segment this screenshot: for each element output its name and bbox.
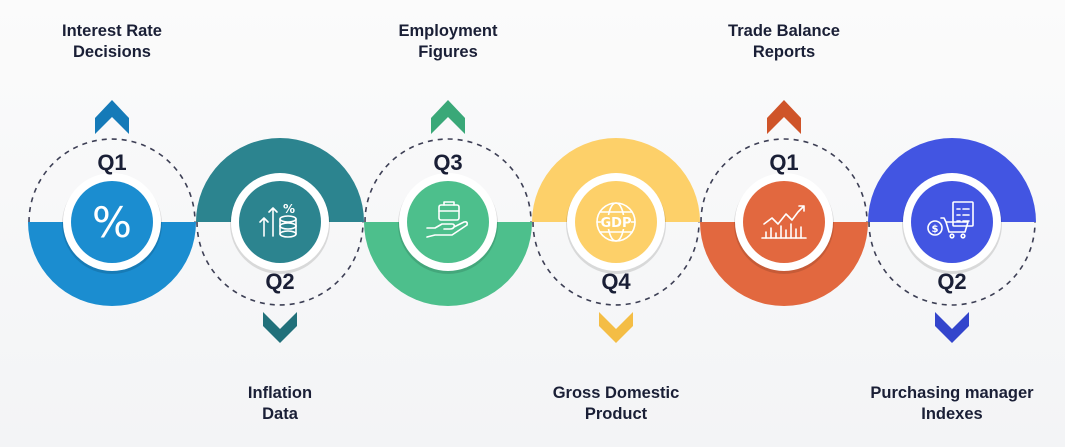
step-6-title: Purchasing manager Indexes <box>870 384 1034 423</box>
step-5-dashed-arc <box>700 138 868 223</box>
step-2-title: Inflation Data <box>247 384 313 423</box>
inflation-chart-icon: % <box>259 202 297 238</box>
step-1-inner-circle <box>71 181 153 263</box>
step-4-dashed-arc <box>532 221 700 306</box>
step-5-title: Trade Balance Reports <box>728 22 840 61</box>
step-1-quarter: Q1 <box>97 150 126 175</box>
hand-briefcase-icon <box>426 201 468 238</box>
chevron-up-icon <box>431 100 465 134</box>
step-1-title: Interest Rate Decisions <box>62 22 162 61</box>
step-6-dashed-arc <box>868 221 1036 306</box>
svg-text:%: % <box>283 202 295 216</box>
step-3-dashed-arc <box>364 138 532 223</box>
svg-text:%: % <box>92 198 132 247</box>
percent-icon: % <box>92 198 132 247</box>
step-3-inner-circle <box>407 181 489 263</box>
step-4-title: Gross Domestic Product <box>552 384 680 423</box>
step-2-quarter: Q2 <box>265 269 294 294</box>
step-3-title: Employment Figures <box>398 22 498 61</box>
step-2-dashed-arc <box>196 221 364 306</box>
svg-text:GDP: GDP <box>601 216 632 231</box>
step-6-quarter: Q2 <box>937 269 966 294</box>
gdp-globe-icon: GDP <box>596 202 636 242</box>
step-5-inner-circle <box>743 181 825 263</box>
step-5-quarter: Q1 <box>769 150 798 175</box>
step-4-quarter: Q4 <box>601 269 631 294</box>
chevron-down-icon <box>935 312 969 343</box>
chevron-up-icon <box>767 100 801 134</box>
chevron-down-icon <box>599 312 633 343</box>
chevron-down-icon <box>263 312 297 343</box>
step-3-quarter: Q3 <box>433 150 462 175</box>
trade-chart-icon <box>761 205 807 239</box>
chevron-up-icon <box>95 100 129 134</box>
step-1-dashed-arc <box>28 138 196 223</box>
svg-text:$: $ <box>932 224 939 235</box>
shopping-cart-icon: $ <box>927 201 974 239</box>
